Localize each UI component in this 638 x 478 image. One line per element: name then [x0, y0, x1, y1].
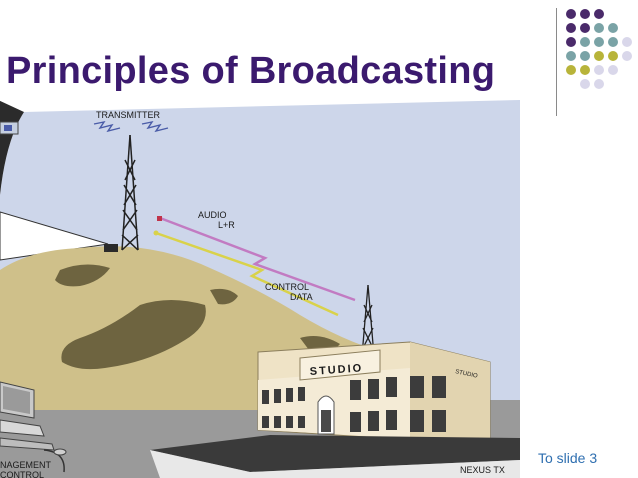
device-icon [0, 121, 19, 135]
audio-label: AUDIO [198, 210, 227, 220]
dot [608, 65, 618, 75]
dot [608, 37, 618, 47]
management-control-label: CONTROL [0, 470, 44, 478]
dot [608, 51, 618, 61]
to-slide-3-link[interactable]: To slide 3 [538, 450, 598, 466]
hill-patch [61, 300, 206, 370]
dot [580, 65, 590, 75]
dot [608, 23, 618, 33]
dot [580, 37, 590, 47]
studio-label: STUDIO [309, 362, 363, 378]
dot [622, 51, 632, 61]
building-shadow [150, 435, 520, 472]
dot [566, 37, 576, 47]
dot [566, 9, 576, 19]
panel-edge [0, 100, 24, 478]
hill-patch [210, 288, 238, 305]
dot [580, 51, 590, 61]
computer-icon [0, 381, 67, 473]
dot [594, 37, 604, 47]
management-label: NAGEMENT [0, 460, 52, 470]
divider-line [556, 8, 557, 116]
data-label: DATA [290, 292, 313, 302]
dot [594, 79, 604, 89]
control-link-endpoint [153, 230, 159, 236]
audio-link-endpoint [157, 216, 162, 221]
dot [580, 9, 590, 19]
transmitter-tower [121, 134, 139, 251]
radio-wave-icons [93, 120, 169, 133]
dot [566, 23, 576, 33]
dot [594, 9, 604, 19]
dot [594, 23, 604, 33]
dot [594, 65, 604, 75]
nexus-label: NEXUS TX [460, 465, 505, 475]
broadcasting-illustration: TRANSMITTER AUDIO L+R CONTROL DATA STUDI… [0, 100, 520, 478]
dot [622, 37, 632, 47]
hill-patch [55, 264, 110, 287]
dot [594, 51, 604, 61]
transmitter-hut [104, 244, 118, 252]
dot [566, 65, 576, 75]
control-link-line [155, 231, 339, 317]
audio-sub-label: L+R [218, 220, 235, 230]
dot [580, 23, 590, 33]
foreground-ground [150, 450, 520, 478]
dot [566, 51, 576, 61]
slide-title: Principles of Broadcasting [6, 50, 496, 92]
audio-link-line [159, 216, 356, 302]
studio-side-label: STUDIO [455, 369, 479, 380]
studio-building [257, 341, 491, 446]
dot [580, 79, 590, 89]
control-label: CONTROL [265, 282, 309, 292]
transmitter-label: TRANSMITTER [96, 110, 160, 120]
